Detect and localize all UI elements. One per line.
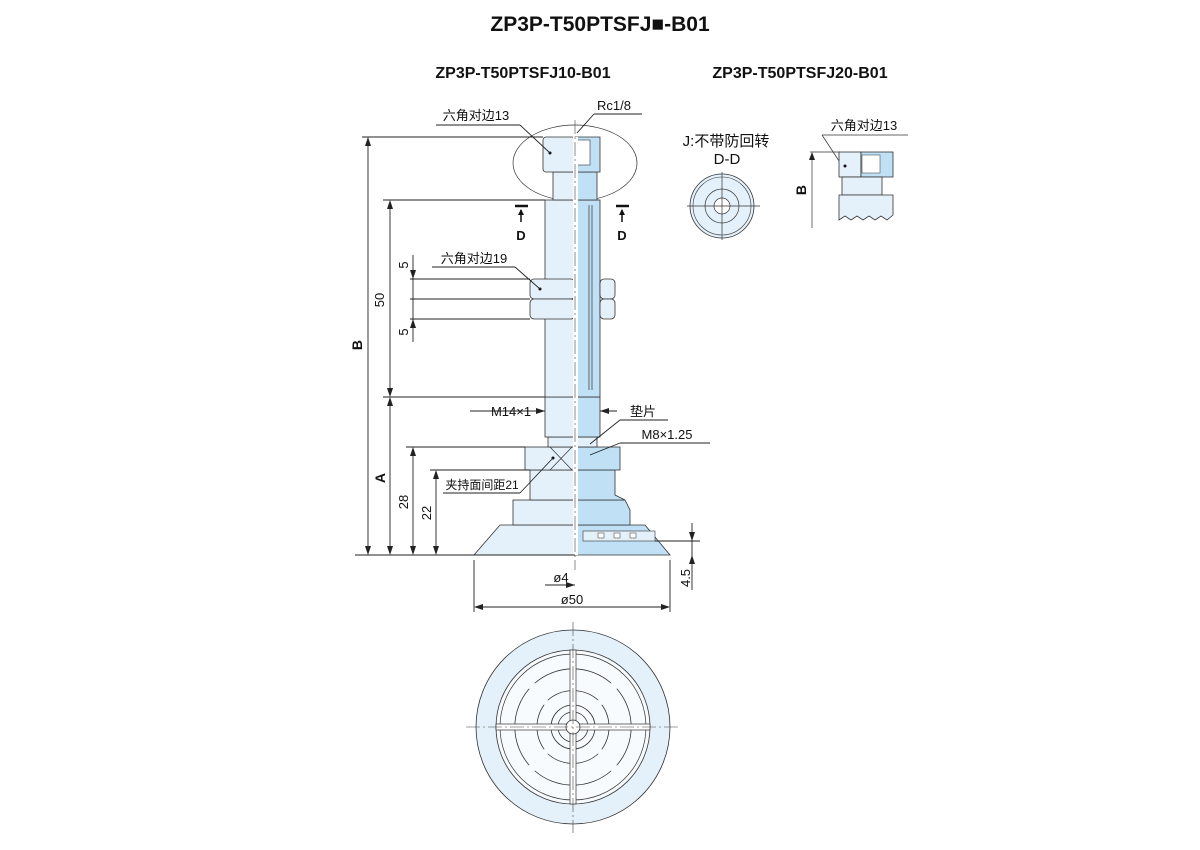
drawing-title: ZP3P-T50PTSFJ■-B01	[490, 13, 710, 36]
label-hex13-right: 六角对边13	[831, 118, 897, 133]
label-clamp-width: 夹持面间距21	[445, 477, 519, 492]
label-dim-5-lower: 5	[396, 328, 411, 335]
subtitle-j20: ZP3P-T50PTSFJ20-B01	[712, 65, 887, 82]
label-rc18: Rc1/8	[597, 98, 631, 113]
dimension-lines	[355, 113, 710, 612]
label-dim-28: 28	[396, 495, 411, 509]
label-m8: M8×1.25	[642, 427, 693, 442]
label-j-note: J:不带防回转	[683, 133, 770, 150]
label-dim-50: 50	[372, 293, 387, 307]
hex-holder	[524, 446, 576, 471]
label-d50: ø50	[561, 592, 583, 607]
side-view: D D 六角对边13 Rc1/8 六角对边19 B 50 5 5 A 28 22…	[349, 98, 710, 612]
j20-partial-view: 六角对边13 B	[793, 118, 908, 228]
label-dim-b: B	[349, 340, 365, 350]
cup-left	[473, 524, 576, 556]
label-hex13: 六角对边13	[443, 108, 509, 123]
label-hex19: 六角对边19	[441, 251, 507, 266]
label-d4: ø4	[553, 570, 568, 585]
bottom-view	[466, 622, 680, 833]
section-label-d-left: D	[516, 228, 525, 243]
label-m14: M14×1	[491, 404, 531, 419]
section-mark-right: D	[616, 204, 629, 243]
hex-fitting	[542, 136, 576, 173]
label-dim-5-upper: 5	[396, 261, 411, 268]
label-dim-22: 22	[419, 506, 434, 520]
label-dim-a: A	[372, 473, 388, 483]
subtitle-j10: ZP3P-T50PTSFJ10-B01	[435, 65, 610, 82]
label-dim-b-right: B	[793, 185, 809, 195]
lock-nut-upper	[529, 278, 576, 300]
arrowheads	[365, 137, 695, 610]
label-washer: 垫片	[630, 404, 656, 419]
label-dd: D-D	[714, 151, 741, 168]
lock-nut-lower	[529, 298, 576, 320]
section-label-d-right: D	[617, 228, 626, 243]
section-dd-view: J:不带防回转 D-D	[683, 133, 770, 240]
section-mark-left: D	[515, 204, 528, 243]
label-dim-4-5: 4.5	[678, 569, 693, 587]
